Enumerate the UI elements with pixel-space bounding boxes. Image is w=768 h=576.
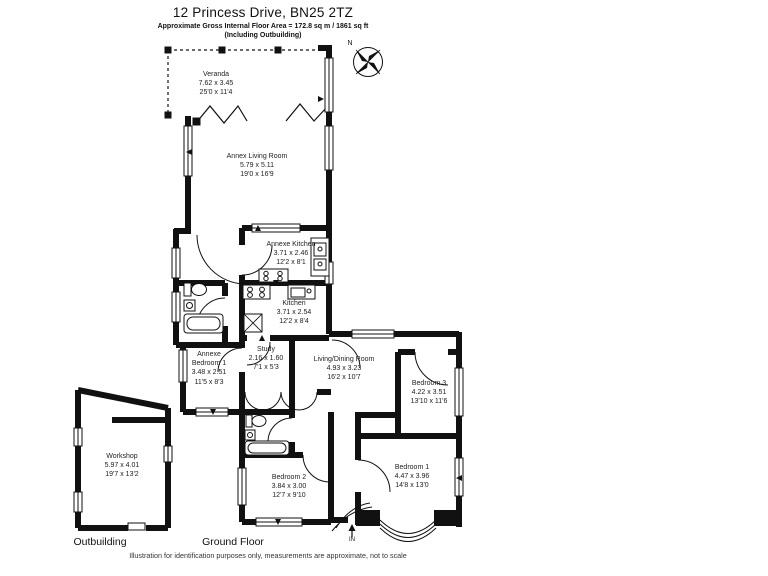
room-dims-imperial: 16'2 x 10'7 xyxy=(327,374,361,382)
room-label-bedroom-2: Bedroom 2 3.84 x 3.00 12'7 x 9'10 xyxy=(244,473,334,501)
room-dims-metric: 3.71 x 2.46 xyxy=(273,250,309,258)
toilet-icon xyxy=(183,282,192,297)
entrance-canopy xyxy=(331,502,373,532)
toilet-icon xyxy=(245,414,253,428)
room-dims-metric: 2.16 x 1.60 xyxy=(248,355,284,363)
compass-north-label: N xyxy=(347,40,353,47)
bathroom2-fixtures xyxy=(244,414,290,456)
room-name: Study xyxy=(257,346,275,353)
outbuilding-label: Outbuilding xyxy=(73,536,127,548)
room-dims-metric: 5.79 x 5.11 xyxy=(239,162,275,170)
room-dims-imperial: 12'2 x 8'4 xyxy=(279,318,309,326)
kitchen-fixtures xyxy=(242,237,330,333)
room-dims-imperial: 12'7 x 9'10 xyxy=(272,492,306,500)
room-dims-metric: 3.84 x 3.00 xyxy=(271,483,307,491)
dimension-ticks xyxy=(119,96,462,525)
room-label-study: Study 2.16 x 1.60 7'1 x 5'3 xyxy=(221,345,311,373)
room-name: Bedroom 3 xyxy=(411,380,447,387)
room-label-workshop: Workshop 5.97 x 4.01 19'7 x 13'2 xyxy=(77,452,167,480)
room-name: Veranda xyxy=(202,71,230,78)
room-dims-imperial: 12'2 x 8'1 xyxy=(276,259,306,267)
hob-icon xyxy=(242,284,271,300)
room-dims-metric: 4.93 x 3.23 xyxy=(326,365,362,373)
open-divider-zigzag xyxy=(195,103,329,124)
walls-outbuilding xyxy=(75,387,171,531)
room-label-annexe-kitchen: Annexe Kitchen 3.71 x 2.46 12'2 x 8'1 xyxy=(246,240,336,268)
door-arcs xyxy=(196,234,449,493)
room-name: Annex Living Room xyxy=(226,153,288,160)
walls-main-house xyxy=(173,45,462,527)
room-name: Bedroom 1 xyxy=(394,464,430,471)
room-label-living-dining-room: Living/Dining Room 4.93 x 3.23 16'2 x 10… xyxy=(299,355,389,383)
room-dims-metric: 5.97 x 4.01 xyxy=(104,462,140,470)
room-dims-imperial: 11'5 x 8'3 xyxy=(194,378,224,386)
veranda-boundary xyxy=(164,46,329,126)
room-label-bedroom-1: Bedroom 1 4.47 x 3.96 14'8 x 13'0 xyxy=(367,463,457,491)
bay-window xyxy=(356,510,462,542)
room-dims-metric: 4.47 x 3.96 xyxy=(394,473,430,481)
room-dims-imperial: 19'7 x 13'2 xyxy=(105,471,139,479)
entrance-arrow-icon xyxy=(348,524,356,537)
room-dims-imperial: 7'1 x 5'3 xyxy=(253,364,279,372)
room-name: Annexe Kitchen xyxy=(266,241,316,248)
ground-floor-label: Ground Floor xyxy=(202,536,264,548)
room-label-kitchen: Kitchen 3.71 x 2.54 12'2 x 8'4 xyxy=(249,299,339,327)
room-label-bedroom-3: Bedroom 3 4.22 x 3.51 13'10 x 11'6 xyxy=(384,379,474,407)
bathroom-fixtures xyxy=(183,282,224,334)
page-title: 12 Princess Drive, BN25 2TZ xyxy=(172,5,354,20)
room-label-veranda: Veranda 7.62 x 3.45 25'0 x 11'4 xyxy=(171,70,261,98)
room-dims-metric: 3.48 x 2.51 xyxy=(191,369,227,377)
room-dims-imperial: 19'0 x 16'9 xyxy=(240,171,274,179)
floor-area-note: (Including Outbuilding) xyxy=(224,32,302,39)
room-name: Kitchen xyxy=(282,300,306,307)
room-label-annex-living-room: Annex Living Room 5.79 x 5.11 19'0 x 16'… xyxy=(212,152,302,180)
outbuilding-door xyxy=(127,522,146,531)
room-dims-imperial: 25'0 x 11'4 xyxy=(199,89,233,97)
floor-area-subtitle: Approximate Gross Internal Floor Area = … xyxy=(157,23,369,30)
room-dims-imperial: 14'8 x 13'0 xyxy=(395,482,429,490)
room-name: Workshop xyxy=(106,453,138,460)
disclaimer-text: Illustration for identification purposes… xyxy=(129,551,407,560)
room-dims-metric: 3.71 x 2.54 xyxy=(276,309,312,317)
room-dims-metric: 4.22 x 3.51 xyxy=(411,389,447,397)
entrance-in-label: IN xyxy=(349,537,355,543)
compass-icon xyxy=(353,47,383,77)
room-name: Annexe Bedroom 1 xyxy=(191,351,227,368)
room-name: Living/Dining Room xyxy=(313,356,375,363)
room-dims-metric: 7.62 x 3.45 xyxy=(198,80,234,88)
room-name: Bedroom 2 xyxy=(271,474,307,481)
room-label-annexe-bedroom-1: Annexe Bedroom 1 3.48 x 2.51 11'5 x 8'3 xyxy=(184,350,234,387)
room-dims-imperial: 13'10 x 11'6 xyxy=(410,398,448,406)
